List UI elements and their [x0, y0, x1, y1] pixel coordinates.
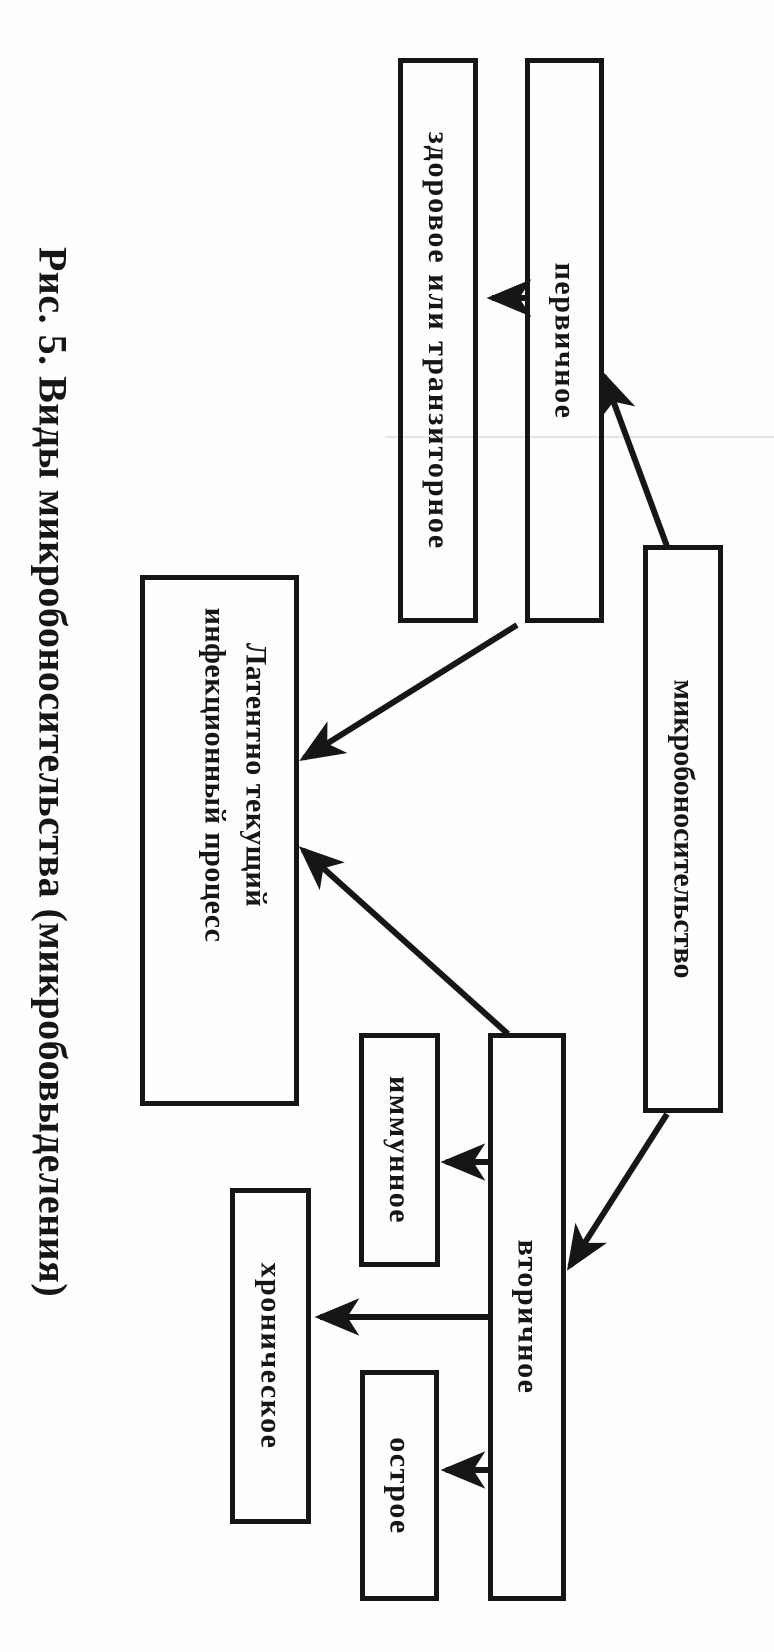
node-chronic: хроническое — [230, 1188, 311, 1524]
node-latent-label-line1: Латентно текущий — [239, 642, 273, 907]
arrow-primary-to-latent — [299, 622, 519, 761]
node-latent-label: Латентно текущий инфекционный процесс — [195, 607, 277, 942]
node-latent: Латентно текущий инфекционный процесс — [140, 575, 299, 1106]
node-carriage-label: микробоносительство — [667, 679, 701, 979]
node-immune-label: иммунное — [383, 1075, 417, 1225]
node-chronic-label: хроническое — [254, 1262, 288, 1450]
scan-artifact-line — [385, 436, 774, 438]
node-primary-label: первичное — [548, 262, 582, 419]
node-immune: иммунное — [359, 1033, 440, 1267]
node-latent-label-line2: инфекционный процесс — [198, 607, 232, 942]
node-carriage: микробоносительство — [643, 545, 723, 1113]
arrow-secondary-to-latent — [298, 846, 511, 1037]
arrow-carriage-to-primary — [600, 370, 671, 551]
node-healthy-transient: здоровое или транзиторное — [398, 58, 478, 623]
node-healthy-transient-label: здоровое или транзиторное — [422, 131, 456, 550]
node-secondary: вторичное — [488, 1033, 566, 1601]
arrow-carriage-to-secondary — [566, 1112, 670, 1271]
node-acute: острое — [360, 1370, 439, 1601]
node-primary: первичное — [525, 58, 604, 623]
node-acute-label: острое — [383, 1436, 417, 1535]
node-secondary-label: вторичное — [511, 1239, 545, 1395]
figure-caption-text: Рис. 5. Виды микробоносительства (микроб… — [30, 246, 76, 1298]
